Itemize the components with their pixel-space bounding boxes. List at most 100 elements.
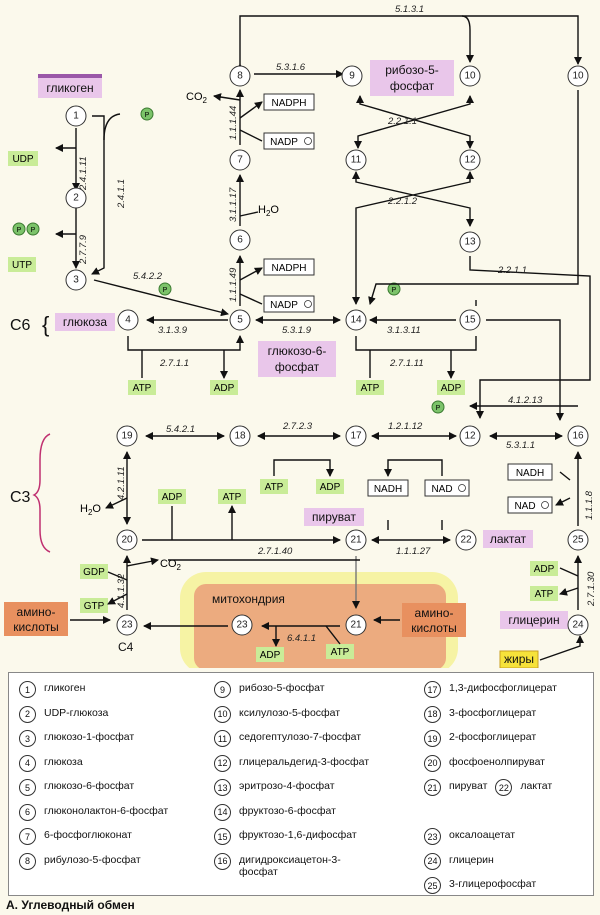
legend-text: рибозо-5-фосфат [239, 682, 325, 694]
legend-number: 9 [214, 681, 231, 698]
metabolite-node-2 [65, 187, 87, 209]
metabolite-number-12: 12 [464, 155, 476, 166]
enzyme-3117: 3.1.1.17 [228, 187, 239, 222]
metabolite-node-24 [567, 614, 589, 636]
metabolism-diagram: митохондрия гликоген глюкоза глюкозо-6- … [4, 4, 597, 668]
g6p-box [258, 341, 336, 377]
r5p-label-1: рибозо-5- [385, 63, 439, 77]
metabolite-number-23: 23 [121, 620, 133, 631]
metabolite-node-4 [117, 309, 139, 331]
metabolite-number-9: 9 [349, 71, 355, 82]
legend-text: глюкозо-6-фосфат [44, 780, 135, 792]
adp-label-3: ADP [320, 482, 341, 493]
metabolite-node-23 [116, 614, 138, 636]
legend-number: 6 [19, 803, 36, 821]
utp-label: UTP [12, 260, 32, 271]
metabolite-number-19: 19 [121, 431, 133, 442]
legend-text: 6-фосфоглюконат [44, 829, 132, 841]
metabolite-number-15: 15 [464, 315, 476, 326]
legend-number: 8 [19, 852, 36, 870]
metabolite-node-22 [455, 529, 477, 551]
legend-text: UDP-глюкоза [44, 706, 109, 719]
legend-number: 25 [424, 877, 441, 894]
r5p-label-2: фосфат [390, 79, 435, 93]
glycogen-label: гликоген [46, 81, 93, 95]
adp-label-6: ADP [534, 564, 555, 575]
legend-item-6: 6 глюконолактон-6-фосфат [19, 803, 169, 821]
metabolite-number-11: 11 [351, 155, 362, 166]
svg-text:P: P [392, 287, 397, 294]
legend-text: седогептулозо-7-фосфат [239, 731, 362, 743]
amino-right-label-2: кислоты [411, 621, 457, 635]
legend-text: 1,3-дифосфоглицерат [449, 682, 557, 694]
legend-item-7: 7 6-фосфоглюконат [19, 828, 132, 845]
h2o-label-2: H2O [80, 503, 101, 517]
nadh-label-1: NADH [374, 484, 402, 495]
amino-left-label-1: амино- [17, 605, 56, 619]
legend-number: 10 [214, 705, 231, 723]
enzyme-11144: 1.1.1.44 [228, 106, 239, 140]
metabolite-node-5 [229, 309, 251, 331]
metabolite-node-16 [567, 425, 589, 447]
pyruvate-label: пируват [312, 510, 356, 524]
nadph-label-1: NADPH [271, 98, 306, 109]
metabolite-number-13: 13 [464, 237, 476, 248]
enzyme-5421: 5.4.2.1 [166, 424, 195, 435]
lactate-box [483, 530, 533, 548]
metabolite-node-25 [567, 529, 589, 551]
glycerol-box [500, 611, 568, 629]
legend-text: фосфоенолпируват [449, 755, 545, 768]
amino-left-box [4, 602, 68, 636]
metabolite-node-3 [65, 269, 87, 291]
glycerol-label: глицерин [508, 613, 559, 627]
nadph-label-2: NADPH [271, 263, 306, 274]
nadp-label-1: NADP [270, 137, 298, 148]
legend-number: 4 [19, 754, 36, 772]
metabolite-number-8: 8 [237, 71, 243, 82]
metabolite-node-20 [116, 529, 138, 551]
legend-text: 2-фосфоглицерат [449, 731, 537, 743]
legend-number: 1 [19, 681, 36, 698]
pyruvate-box [304, 508, 364, 526]
metabolite-node-19 [116, 425, 138, 447]
c3-label: C3 [10, 489, 31, 506]
legend-text: глюкоза [44, 755, 83, 768]
enzyme-5131: 5.1.3.1 [395, 4, 424, 15]
legend-number: 2 [19, 705, 36, 723]
legend-number: 18 [424, 705, 441, 723]
legend-text: эритрозо-4-фосфат [239, 780, 335, 792]
legend-text: рибулозо-5-фосфат [44, 853, 141, 866]
atp-label-4: ATP [223, 492, 242, 503]
enzyme-11127: 1.1.1.27 [396, 546, 431, 557]
legend-number: 7 [19, 828, 36, 845]
enzyme-27111: 2.7.1.11 [389, 358, 424, 369]
fats-label: жиры [504, 652, 534, 666]
metabolite-node-7 [229, 149, 251, 171]
svg-text:P: P [163, 287, 168, 294]
metabolite-number-4: 4 [125, 315, 131, 326]
nadh-label-2: NADH [516, 468, 544, 479]
metabolite-number-1: 1 [73, 111, 79, 122]
metabolite-number-22: 22 [460, 535, 472, 546]
glucose-label: глюкоза [63, 315, 108, 329]
legend-number: 14 [214, 803, 231, 821]
c6-label: C6 [10, 317, 31, 334]
metabolite-node-13 [459, 231, 481, 253]
svg-text:P: P [31, 227, 36, 234]
metabolite-node-21 [345, 529, 367, 551]
metabolite-node-18 [229, 425, 251, 447]
metabolite-number-24: 24 [572, 620, 584, 631]
glucose-box [55, 313, 115, 331]
enzyme-41132: 4.1.1.32 [116, 573, 127, 608]
legend-text: глюконолактон-6-фосфат [44, 804, 169, 817]
legend-number: 15 [214, 828, 231, 845]
